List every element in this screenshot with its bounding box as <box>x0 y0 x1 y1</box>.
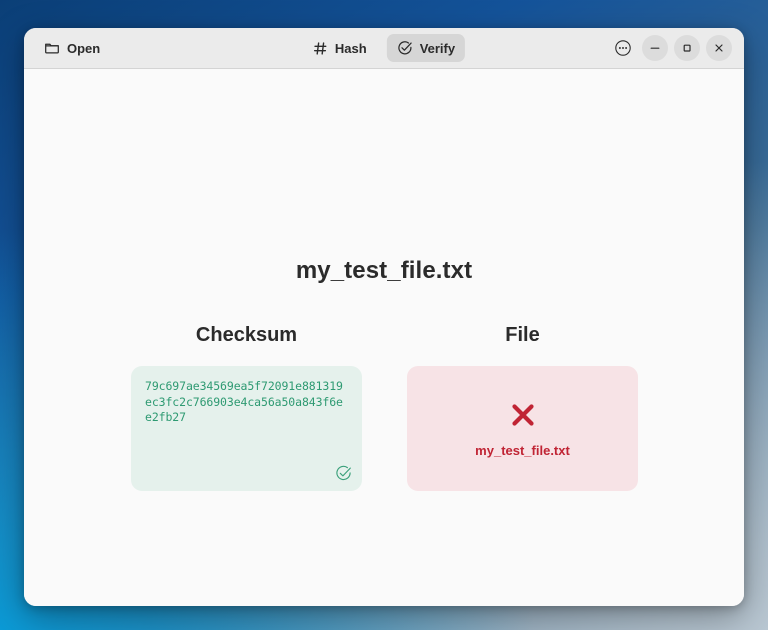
verify-button-label: Verify <box>419 40 456 56</box>
verify-button[interactable]: Verify <box>386 34 466 62</box>
hamburger-menu-icon[interactable] <box>610 35 636 61</box>
hash-button[interactable]: Hash <box>303 34 377 62</box>
comparison-columns: Checksum 79c697ae34569ea5f72091e881319ec… <box>131 324 662 491</box>
titlebar: Open Hash Verify <box>24 28 744 69</box>
check-circle-icon <box>397 40 413 56</box>
file-card[interactable]: my_test_file.txt <box>407 366 638 491</box>
file-name: my_test_file.txt <box>475 443 570 458</box>
titlebar-left-group: Open <box>34 34 110 62</box>
checksum-column: Checksum 79c697ae34569ea5f72091e881319ec… <box>131 324 362 491</box>
open-button[interactable]: Open <box>34 34 110 62</box>
window-controls <box>610 35 732 61</box>
hash-icon <box>313 41 328 56</box>
app-window: Open Hash Verify <box>24 28 744 606</box>
file-heading: File <box>505 324 540 346</box>
page-title: my_test_file.txt <box>295 257 473 284</box>
checksum-value: 79c697ae34569ea5f72091e881319ec3fc2c7669… <box>145 379 343 424</box>
minimize-icon[interactable] <box>642 35 668 61</box>
close-icon[interactable] <box>706 35 732 61</box>
titlebar-mode-switcher: Hash Verify <box>303 34 466 62</box>
hash-button-label: Hash <box>334 40 367 56</box>
open-button-label: Open <box>67 40 101 56</box>
file-column: File my_test_file.txt <box>407 324 638 491</box>
checksum-card[interactable]: 79c697ae34569ea5f72091e881319ec3fc2c7669… <box>131 366 362 491</box>
x-mark-icon <box>507 399 539 431</box>
folder-icon <box>44 40 60 56</box>
check-circle-icon <box>335 465 352 482</box>
maximize-icon[interactable] <box>674 35 700 61</box>
content-area: my_test_file.txt Checksum 79c697ae34569e… <box>24 69 744 606</box>
checksum-heading: Checksum <box>195 324 298 346</box>
